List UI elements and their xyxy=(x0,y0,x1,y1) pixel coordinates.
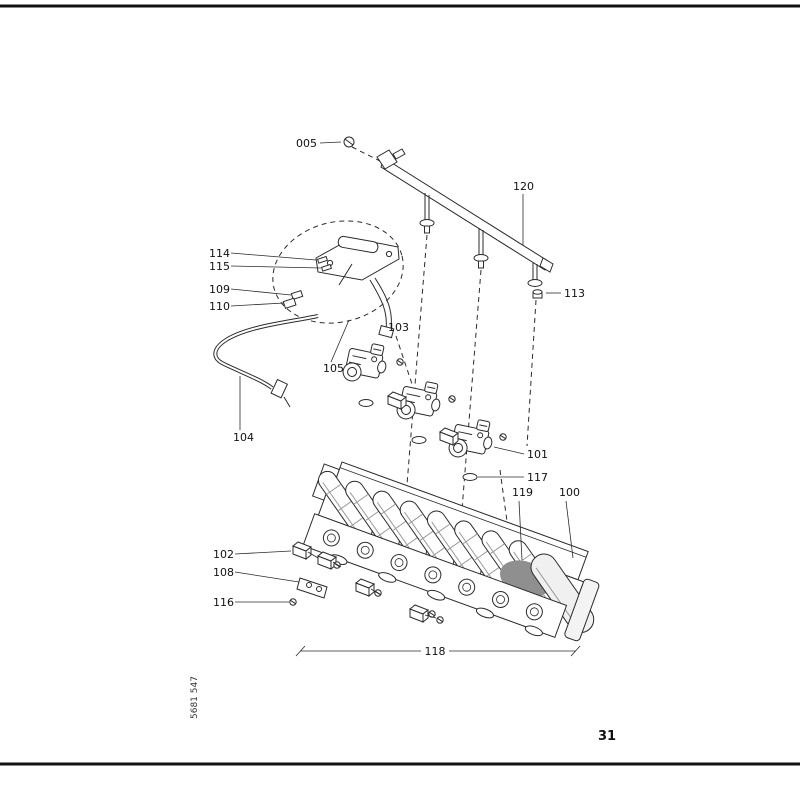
ignition-cable xyxy=(213,314,319,408)
pilot-small-parts xyxy=(282,255,333,309)
valve-screw-3 xyxy=(499,433,507,441)
dimension-line-118 xyxy=(295,645,581,657)
injector-stub-1 xyxy=(419,193,435,234)
part-label-110: 110 xyxy=(209,300,230,313)
part-label-102: 102 xyxy=(213,548,234,561)
part-label-104: 104 xyxy=(233,431,254,444)
part-label-005: 005 xyxy=(296,137,317,150)
part-label-100: 100 xyxy=(559,486,580,499)
valve-washer-117 xyxy=(462,473,478,481)
pilot-burner-detail xyxy=(272,220,404,339)
venturi-openings xyxy=(322,529,543,621)
part-label-120: 120 xyxy=(513,180,534,193)
callout-leaders xyxy=(230,141,574,603)
part-label-101: 101 xyxy=(527,448,548,461)
gas-valve-1 xyxy=(340,338,391,388)
valve-screw-1 xyxy=(396,358,404,366)
part-label-117: 117 xyxy=(527,471,548,484)
injector-stub-3 xyxy=(527,262,543,287)
screw-005 xyxy=(343,136,355,148)
valve-washer-2 xyxy=(411,436,427,444)
screw-116 xyxy=(289,598,297,606)
part-label-118: 118 xyxy=(425,645,446,658)
screw-d xyxy=(436,616,444,624)
bracket-plate-108 xyxy=(296,577,328,599)
injector-stub-2 xyxy=(473,228,489,269)
gas-manifold-rail xyxy=(343,136,554,299)
part-label-119: 119 xyxy=(512,486,533,499)
burner-end-cap xyxy=(564,578,600,642)
part-label-114: 114 xyxy=(209,247,230,260)
part-label-113: 113 xyxy=(564,287,585,300)
part-callouts: 005 120 113 114 115 109 110 105 103 104 … xyxy=(209,137,585,658)
part-label-108: 108 xyxy=(213,566,234,579)
part-label-103: 103 xyxy=(388,321,409,334)
part-label-115: 115 xyxy=(209,260,230,273)
burner-assembly xyxy=(302,461,600,642)
underside-parts xyxy=(289,541,444,624)
part-label-109: 109 xyxy=(209,283,230,296)
document-code: 5681 547 xyxy=(190,676,200,719)
valve-screw-2 xyxy=(448,395,456,403)
part-label-116: 116 xyxy=(213,596,234,609)
page-number: 31 xyxy=(598,729,616,744)
gas-valves xyxy=(340,338,507,481)
nut-113 xyxy=(532,289,543,299)
part-label-105: 105 xyxy=(323,362,344,375)
electrode-block-3 xyxy=(355,578,375,597)
electrode-block-4 xyxy=(409,604,429,623)
valve-washer-1 xyxy=(358,399,374,407)
